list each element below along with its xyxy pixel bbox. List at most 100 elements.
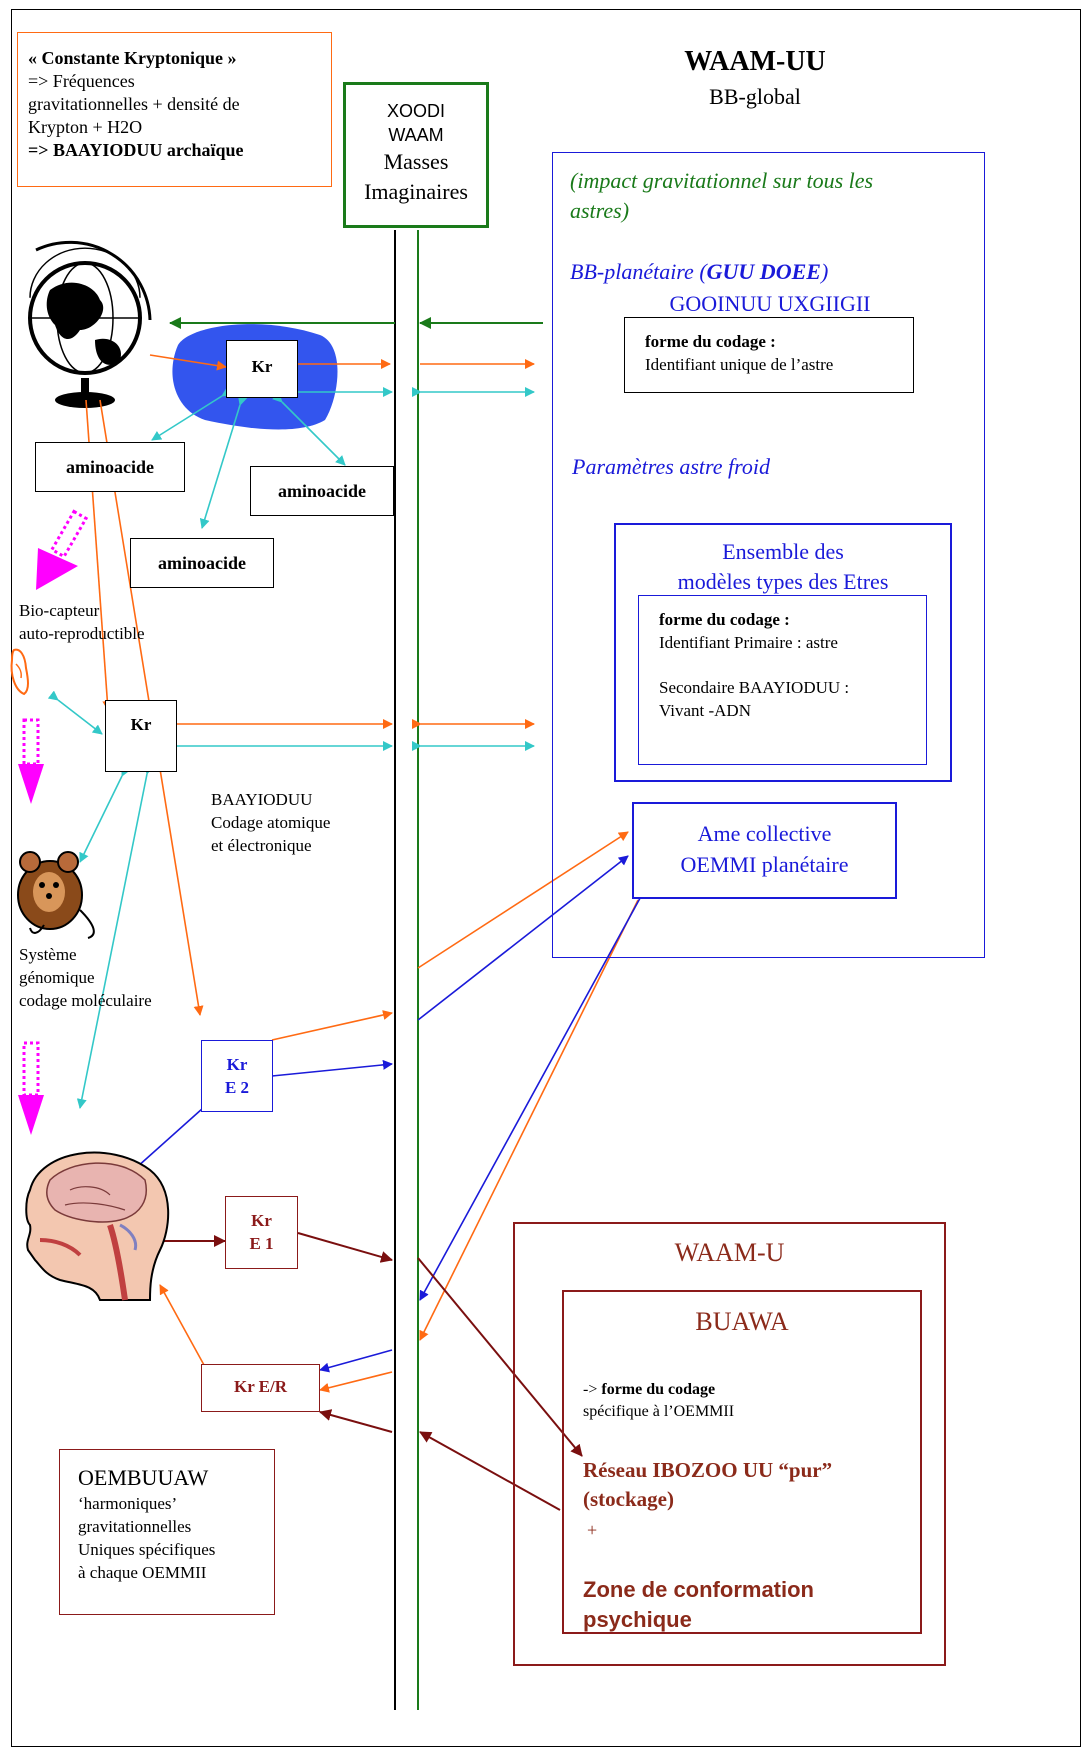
orange-kre2-to-center	[271, 1010, 393, 1041]
kr-mid-label: Kr	[130, 715, 152, 734]
bb-planetary-bold: GUU DOEE	[706, 259, 821, 284]
kr-e2-line1: Kr	[226, 1055, 248, 1074]
head-anatomy-icon	[25, 1151, 170, 1301]
maroon-center-to-krer	[319, 1409, 393, 1433]
kr-top-label: Kr	[251, 357, 273, 376]
cyan-kr-to-amino3	[199, 394, 248, 529]
amino-box-1: aminoacide	[35, 442, 185, 492]
coding2-line3: Vivant -ADN	[659, 701, 751, 720]
amino2-label: aminoacide	[278, 481, 366, 501]
biosensor-line2: auto-reproductible	[19, 624, 145, 643]
gooinuu-label: GOOINUU UXGIIGII	[669, 291, 871, 316]
soul-line2: OEMMI planétaire	[680, 852, 849, 877]
mouse-icon	[17, 851, 95, 939]
magenta-arrow-diagonal	[36, 509, 89, 590]
bb-planetary-prefix: BB-planétaire (	[570, 259, 707, 284]
xoodi-box: XOODI WAAM Masses Imaginaires	[343, 82, 489, 228]
magenta-arrow-down-2	[18, 1041, 44, 1135]
models-line1: Ensemble des	[722, 539, 844, 564]
waam-u-box	[513, 1222, 946, 1666]
genomic-line3: codage moléculaire	[19, 991, 152, 1010]
baayioduu-line3: et électronique	[211, 836, 312, 855]
buawa-coding-line2: spécifique à l’OEMMII	[583, 1403, 735, 1420]
globe-icon	[28, 240, 152, 408]
bb-global-box	[552, 152, 985, 958]
amino1-label: aminoacide	[66, 457, 154, 477]
cyan-kr-to-amino2	[272, 392, 346, 466]
oembuuaw-line5: à chaque OEMMII	[78, 1563, 207, 1582]
oembuuaw-line1: OEMBUUAW	[78, 1465, 209, 1490]
network-label: Réseau IBOZOO UU “pur” (stockage)	[583, 1456, 913, 1514]
orange-globe-to-kr	[149, 354, 227, 371]
network-line1: Réseau IBOZOO UU “pur”	[583, 1458, 833, 1482]
finger-icon	[10, 648, 29, 696]
blue-center-to-soul	[417, 855, 629, 1021]
orange-center-to-krer	[319, 1371, 393, 1393]
kr-e1-line2: E 1	[249, 1234, 274, 1253]
kr-top-box: Kr	[226, 340, 298, 398]
kr-e2-line2: E 2	[224, 1078, 250, 1097]
coding1-text: Identifiant unique de l’astre	[645, 355, 834, 374]
coding1-title: forme du codage :	[645, 332, 776, 351]
models-line2: modèles types des Etres	[677, 569, 889, 594]
impact-line1: (impact gravitationnel sur tous les	[570, 168, 874, 193]
buawa-coding: -> forme du codage spécifique à l’OEMMII	[583, 1379, 903, 1423]
orange-to-soul	[417, 831, 629, 969]
header-subtitle: BB-global	[709, 84, 801, 109]
coding2-title: forme du codage :	[659, 610, 790, 629]
bb-planetary: BB-planétaire (GUU DOEE)	[570, 258, 970, 286]
kr-e2-box: Kr E 2	[201, 1040, 273, 1112]
plus-sign: +	[587, 1520, 598, 1540]
impact-line2: astres)	[570, 198, 630, 223]
coding1-box: forme du codage : Identifiant unique de …	[624, 317, 914, 393]
oembuuaw-line3: gravitationnelles	[78, 1517, 192, 1536]
xoodi-line4: Imaginaires	[364, 179, 468, 204]
maroon-center-to-network	[417, 1257, 583, 1457]
page-frame	[11, 9, 1081, 1747]
models-title: Ensemble des modèles types des Etres	[614, 537, 952, 597]
maroon-kre1-to-center	[297, 1232, 393, 1263]
coding2-line1: Identifiant Primaire : astre	[659, 633, 838, 652]
baayioduu-line1: BAAYIODUU	[211, 790, 313, 809]
buawa-coding-bold: forme du codage	[601, 1381, 716, 1398]
xoodi-line1: XOODI	[386, 101, 445, 121]
biosensor-line1: Bio-capteur	[19, 601, 100, 620]
header-title: WAAM-UU	[684, 46, 826, 77]
genomic-line2: génomique	[19, 968, 95, 987]
constant-line1: => Fréquences	[28, 71, 135, 91]
coding2-line2: Secondaire BAAYIODUU :	[659, 678, 850, 697]
waam-u-title: WAAM-U	[674, 1238, 785, 1267]
kr-mid-box: Kr	[105, 700, 177, 772]
constant-kryptonique-box: « Constante Kryptonique » => Fréquences …	[17, 32, 332, 187]
genomic-label: Système génomique codage moléculaire	[19, 943, 209, 1012]
network-line2: (stockage)	[583, 1487, 674, 1511]
bb-planetary-suffix: )	[820, 259, 829, 284]
zone-line2: psychique	[583, 1607, 692, 1632]
oembuuaw-box: OEMBUUAW ‘harmoniques’ gravitationnelles…	[59, 1449, 275, 1615]
blue-soul-to-center	[419, 879, 651, 1301]
soul-line1: Ame collective	[697, 821, 832, 846]
genomic-line1: Système	[19, 945, 77, 964]
biosensor-label: Bio-capteur auto-reproductible	[19, 599, 209, 645]
constant-line4: => BAAYIODUU archaïque	[28, 140, 244, 160]
amino-box-2: aminoacide	[250, 466, 394, 516]
constant-line2: gravitationnelles + densité de	[28, 94, 240, 114]
baayioduu-line2: Codage atomique	[211, 813, 331, 832]
oembuuaw-line4: Uniques spécifiques	[78, 1540, 216, 1559]
xoodi-line2: WAAM	[388, 125, 444, 145]
zone-label: Zone de conformation psychique	[583, 1575, 913, 1635]
kr-e1-box: Kr E 1	[225, 1196, 298, 1269]
models-box	[614, 523, 952, 782]
impact-text: (impact gravitationnel sur tous les astr…	[570, 166, 970, 226]
amino3-label: aminoacide	[158, 553, 246, 573]
cyan-finger-to-kr	[47, 690, 103, 735]
blue-center-to-krer	[319, 1349, 393, 1373]
buawa-title: BUAWA	[695, 1307, 789, 1336]
xoodi-line3: Masses	[383, 149, 449, 174]
kr-e1-line1: Kr	[251, 1211, 272, 1230]
cyan-kr-to-mouse	[79, 765, 131, 863]
baayioduu-label: BAAYIODUU Codage atomique et électroniqu…	[211, 788, 391, 857]
buawa-coding-prefix: ->	[583, 1381, 602, 1398]
oembuuaw-line2: ‘harmoniques’	[78, 1494, 178, 1513]
orange-soul-down	[419, 899, 639, 1341]
